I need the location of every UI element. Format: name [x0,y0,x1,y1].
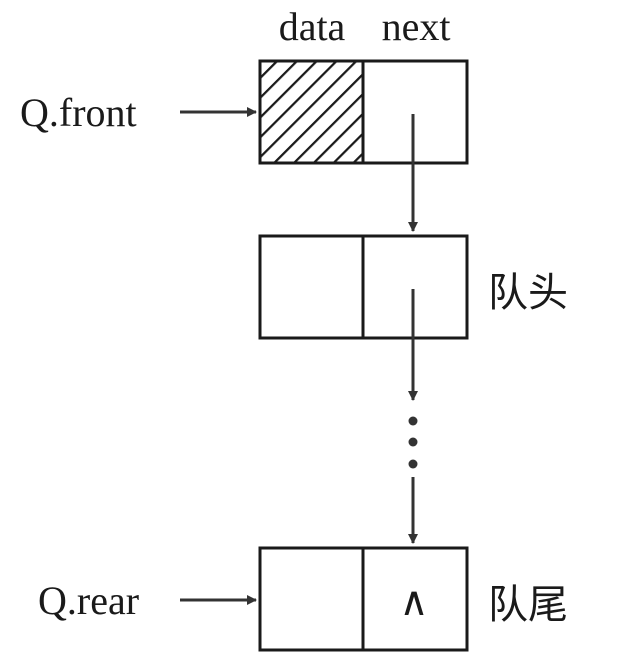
last-node-next-cell [361,546,469,652]
first-node-next-cell [361,234,469,340]
null-symbol: ∧ [399,579,428,624]
head-node [258,59,469,165]
head-node-next-cell [361,59,469,165]
rear-pointer-label: Q.rear [38,578,139,623]
head-node-data-cell [258,59,365,165]
ellipsis-dot [408,437,418,447]
first-element-node [258,234,469,340]
ellipsis-dot [408,416,418,426]
last-element-node [258,546,469,652]
front-pointer-label: Q.front [20,90,137,135]
queue-head-label: 队头 [488,270,568,316]
queue-tail-label: 队尾 [488,582,568,628]
ellipsis-dot [408,459,418,469]
last-node-data-cell [258,546,365,652]
first-node-data-cell [258,234,365,340]
next-field-label: next [382,4,451,49]
data-field-label: data [279,4,346,49]
